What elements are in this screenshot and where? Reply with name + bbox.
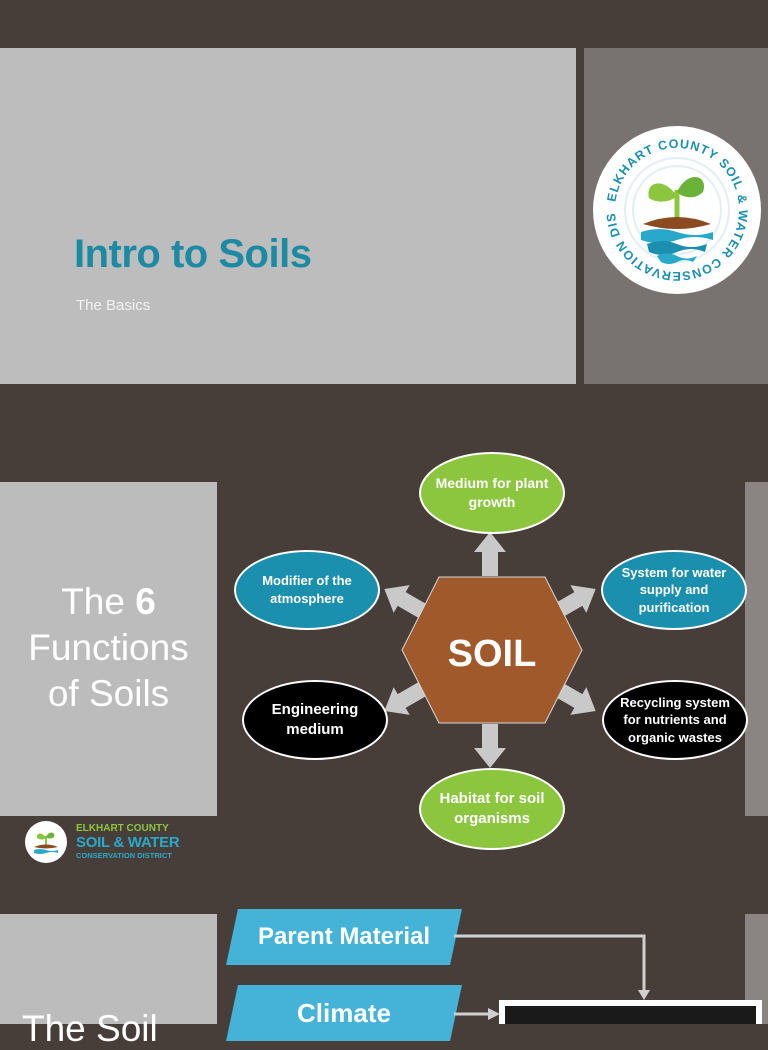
district-logo-icon [25, 821, 67, 863]
logo-county-text: ELKHART COUNTY [76, 823, 169, 834]
function-recycling: Recycling system for nutrients and organ… [602, 680, 748, 760]
right-edge-panel [745, 482, 768, 816]
functions-title-line2: Functions [28, 627, 189, 668]
function-atmosphere: Modifier of the atmosphere [234, 550, 380, 630]
factors-title-partial: The Soil [22, 1008, 158, 1049]
logo-district-text: CONSERVATION DISTRICT [76, 851, 172, 860]
function-engineering: Engineering medium [242, 680, 388, 760]
district-logo-small: ELKHART COUNTY SOIL & WATER CONSERVATION… [24, 820, 204, 864]
soil-photo-frame [499, 1000, 762, 1024]
slide-title: Intro to Soils [74, 232, 312, 276]
functions-title-panel [0, 482, 217, 816]
functions-title-line3: of Soils [47, 673, 170, 714]
function-water-supply: System for water supply and purification [601, 550, 747, 630]
function-habitat: Habitat for soil organisms [419, 768, 565, 850]
factors-title-panel [0, 914, 217, 1024]
soil-photo [505, 1006, 756, 1024]
factor-parent-material: Parent Material [226, 909, 462, 965]
slide-subtitle: The Basics [76, 297, 151, 314]
factor-climate: Climate [226, 985, 462, 1041]
soil-hexagon: SOIL [401, 576, 583, 724]
title-slide-panel [0, 48, 576, 384]
functions-count: 6 [135, 581, 156, 622]
right-edge-panel-2 [745, 914, 768, 1024]
logo-soil-water-text: SOIL & WATER [76, 834, 180, 851]
diagram-arrows [384, 532, 596, 768]
conservation-district-logo: ELKHART COUNTY SOIL & WATER CONSERVATION… [586, 113, 763, 296]
soil-label: SOIL [448, 633, 537, 675]
factor-connector-arrows [454, 934, 650, 1020]
function-plant-growth: Medium for plant growth [419, 452, 565, 534]
functions-title-line1: The 6 [61, 581, 156, 622]
